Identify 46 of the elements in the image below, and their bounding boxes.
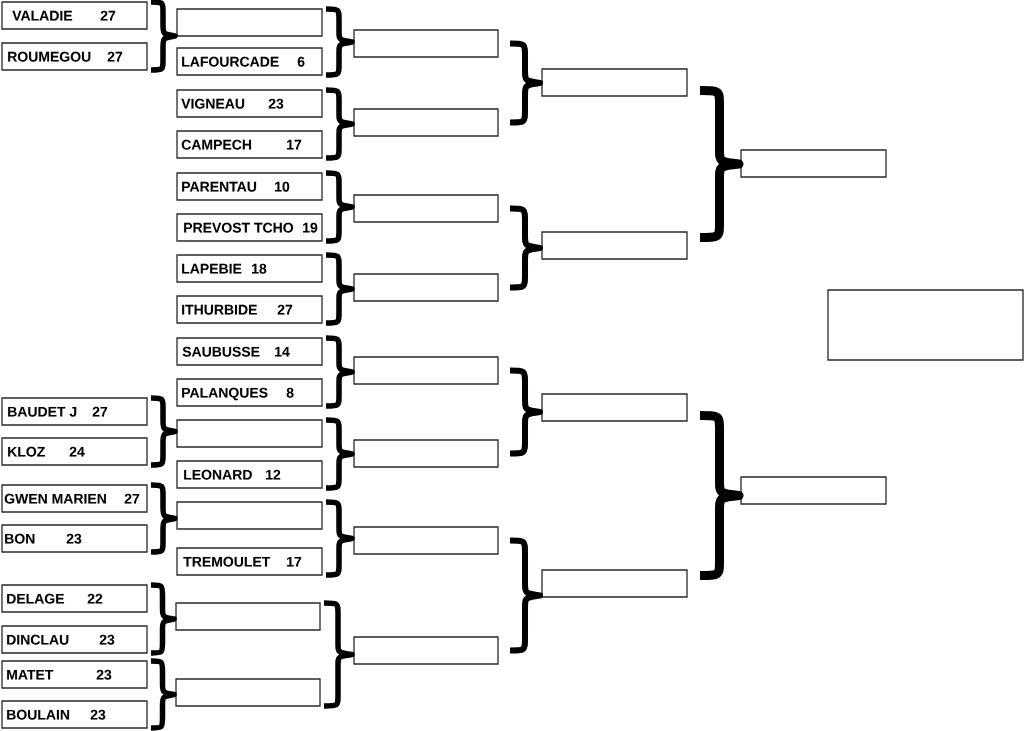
name-box: VALADIE 27 [1,1,148,30]
blank-box [175,678,321,707]
blank-box [175,602,321,631]
blank-box [740,476,887,505]
curly-brace [326,417,355,491]
blank-box [176,8,323,37]
name-box: GWEN MARIEN 27 [1,484,148,513]
name-box: VIGNEAU 23 [176,89,323,118]
blank-box [353,273,499,302]
name-box: PALANQUES 8 [176,378,323,407]
blank-box [541,231,688,260]
curly-brace [326,170,355,244]
name-box: SAUBUSSE 14 [176,337,323,366]
name-box: DINCLAU 23 [1,625,148,654]
name-box: CAMPECH 17 [176,130,323,159]
name-box: DELAGE 22 [1,584,148,613]
name-box: ITHURBIDE 27 [176,295,323,324]
blank-box [353,356,499,385]
blank-box [740,149,887,178]
blank-box [353,108,499,137]
blank-box [827,289,1024,361]
name-box: PARENTAU 10 [176,172,323,201]
name-box: BON 23 [1,524,148,553]
blank-box [353,636,499,665]
blank-box [541,393,688,422]
name-box: MATET 23 [1,660,148,689]
blank-box [541,68,688,97]
name-box: TREMOULET 17 [176,547,323,576]
curly-brace [326,335,355,409]
blank-box [353,439,499,468]
name-box: BAUDET J 27 [1,397,148,426]
name-box: PREVOST TCHO 19 [176,213,323,242]
name-box: KLOZ 24 [1,437,148,466]
blank-box [353,29,499,58]
curly-brace [326,252,355,326]
name-box: LEONARD 12 [176,460,323,489]
blank-box [353,526,499,555]
name-box: LAFOURCADE 6 [176,47,323,76]
blank-box [541,569,688,598]
blank-box [176,501,323,530]
name-box: LAPEBIE 18 [176,254,323,283]
blank-box [176,419,323,448]
name-box: BOULAIN 23 [1,700,148,729]
blank-box [353,194,499,223]
curly-brace [326,87,355,161]
name-box: ROUMEGOU 27 [1,42,148,71]
